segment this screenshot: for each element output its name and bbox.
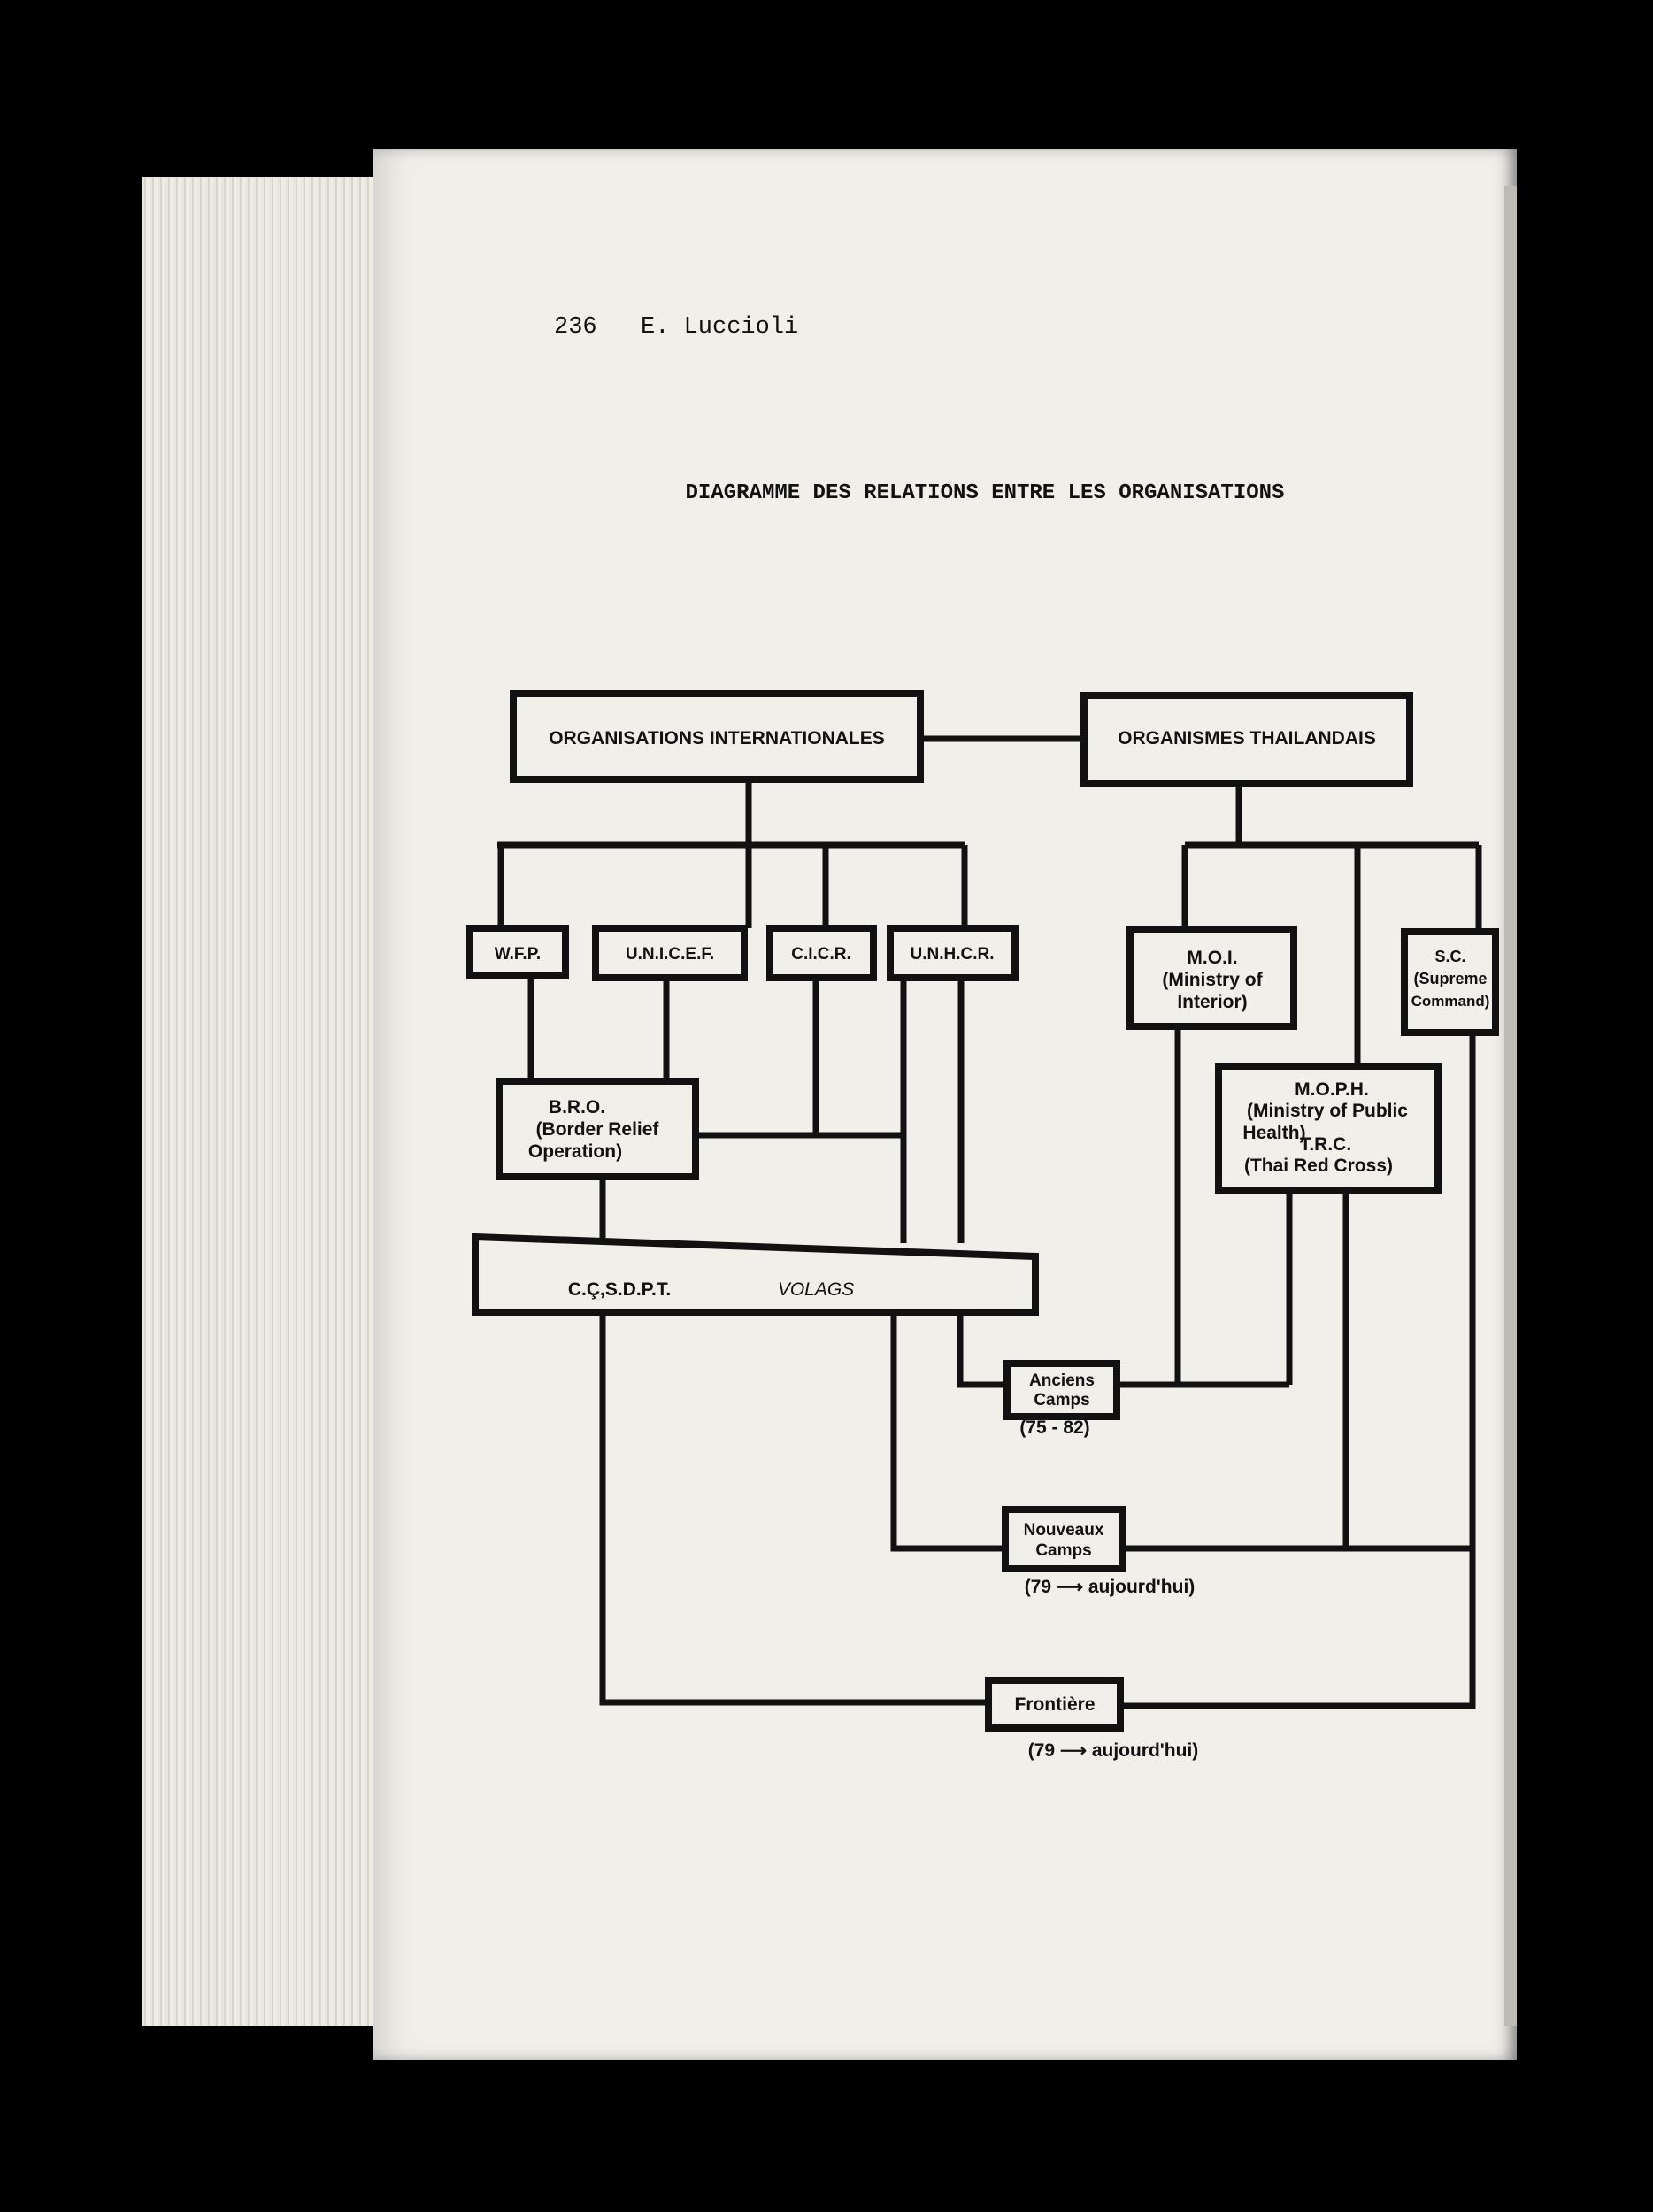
box-org-thai: [1080, 692, 1413, 787]
box-moi: [1126, 926, 1297, 1030]
line-moph-sc-camps: [1120, 1033, 1476, 1709]
line-cicr-unhcr: [696, 979, 965, 1243]
page-right-edge: [1504, 186, 1517, 2026]
label-moi-3: Interior): [1177, 992, 1247, 1012]
box-moph: [1215, 1063, 1442, 1194]
box-bro: [496, 1078, 699, 1180]
box-frontiere: [985, 1677, 1124, 1732]
label-moi-1: M.O.I.: [1187, 948, 1237, 968]
caption-anciens: (75 - 82): [1019, 1417, 1089, 1438]
label-cicr: C.I.C.R.: [791, 945, 851, 964]
line-thai-branches: [1181, 784, 1482, 1066]
label-unicef: U.N.I.C.E.F.: [626, 945, 714, 964]
label-nouveaux-1: Nouveaux: [1024, 1521, 1104, 1540]
line-ccsdpt-nouveaux: [890, 1312, 1005, 1552]
box-labels: ORGANISATIONS INTERNATIONALES ORGANISMES…: [495, 728, 1490, 1761]
label-bro-3: Operation): [528, 1141, 622, 1162]
label-trc-2: (Thai Red Cross): [1244, 1156, 1393, 1176]
box-sc: [1401, 928, 1499, 1036]
label-org-intl: ORGANISATIONS INTERNATIONALES: [549, 728, 885, 749]
line-intl-branches: [497, 780, 968, 928]
label-bro-1: B.R.O.: [549, 1097, 605, 1118]
diagram-title: DIAGRAMME DES RELATIONS ENTRE LES ORGANI…: [686, 481, 1285, 505]
label-bro-2: (Border Relief: [536, 1119, 660, 1140]
line-ccsdpt-anciens: [957, 1312, 1007, 1388]
label-frontiere: Frontière: [1014, 1694, 1095, 1715]
page-author: E. Luccioli: [641, 314, 798, 341]
line-to-bro: [527, 973, 670, 1081]
box-unhcr: [887, 925, 1019, 981]
box-unicef: [592, 925, 748, 981]
label-wfp: W.F.P.: [495, 945, 541, 964]
label-moph-3: Health): [1242, 1123, 1305, 1143]
label-volags: VOLAGS: [778, 1279, 854, 1300]
caption-nouveaux: (79 ⟶ aujourd'hui): [1025, 1577, 1196, 1597]
box-cicr: [766, 925, 877, 981]
line-ccsdpt-frontiere: [599, 1312, 988, 1706]
label-org-thai: ORGANISMES THAILANDAIS: [1118, 728, 1376, 749]
box-wfp: [466, 925, 569, 979]
label-trc-1: T.R.C.: [1300, 1134, 1351, 1155]
label-anciens-2: Camps: [1034, 1391, 1089, 1409]
connector-lines: [497, 735, 1482, 1709]
page-stack-edge: [142, 177, 373, 2026]
label-moi-2: (Ministry of: [1162, 970, 1263, 990]
label-sc-3: Command): [1411, 993, 1490, 1010]
caption-frontiere: (79 ⟶ aujourd'hui): [1028, 1740, 1199, 1761]
box-ccsdpt: [472, 1233, 1039, 1316]
page-number: 236: [554, 314, 597, 341]
label-moph-2: (Ministry of Public: [1247, 1101, 1408, 1121]
boxes: [466, 690, 1499, 1732]
box-anciens: [1003, 1360, 1120, 1420]
label-anciens-1: Anciens: [1029, 1371, 1095, 1390]
label-ccsdpt: C.Ç,S.D.P.T.: [568, 1279, 671, 1300]
label-unhcr: U.N.H.C.R.: [911, 945, 995, 964]
box-nouveaux: [1002, 1506, 1126, 1572]
label-moph-1: M.O.P.H.: [1295, 1079, 1369, 1100]
label-sc-2: (Supreme: [1413, 970, 1487, 987]
label-sc-1: S.C.: [1434, 948, 1465, 965]
line-moi-moph-anciens: [1117, 1026, 1293, 1388]
box-org-intl: [510, 690, 924, 783]
label-nouveaux-2: Camps: [1035, 1541, 1091, 1560]
